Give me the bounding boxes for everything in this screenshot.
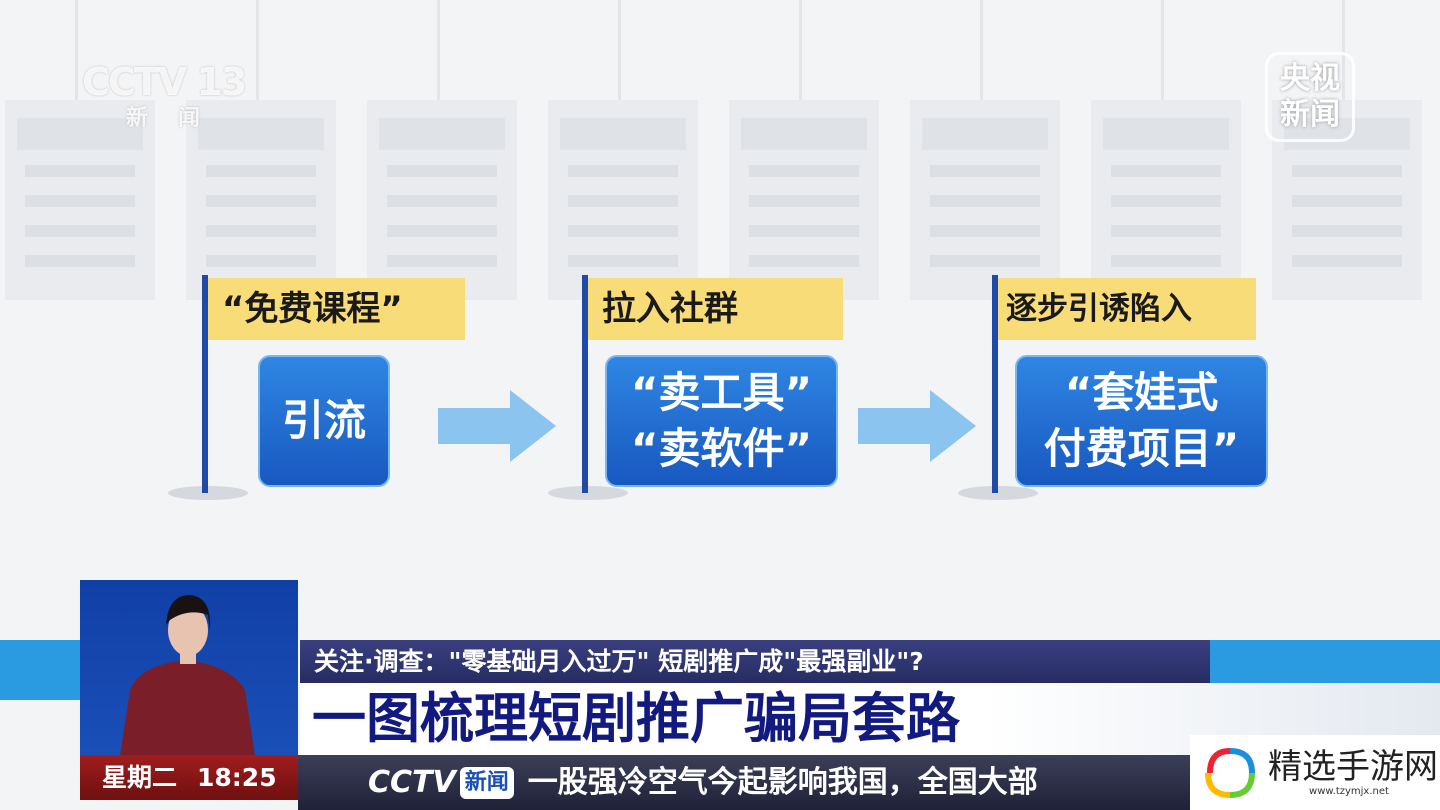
flag-base — [548, 486, 628, 500]
flag-base — [168, 486, 248, 500]
document-card — [729, 0, 879, 300]
step-2-flag: 拉入社群 — [588, 278, 843, 340]
flag-pole — [582, 275, 588, 493]
interpreter-figure — [120, 595, 255, 756]
ticker-text: 一股强冷空气今起影响我国，全国大部 — [527, 765, 1038, 800]
sign-language-interpreter-video — [80, 580, 298, 756]
arrow-right-icon — [858, 390, 976, 462]
step-1-flag: “免费课程” — [208, 278, 465, 340]
watermark-name: 精选手游网 — [1268, 747, 1438, 787]
step-2-box: “卖工具”“卖软件” — [605, 355, 838, 487]
subtitle-bar: 关注·调查："零基础月入过万" 短剧推广成"最强副业"? — [300, 640, 1210, 683]
watermark-url: www.tzymjx.net — [1309, 786, 1389, 797]
flag-pole — [202, 275, 208, 493]
document-card — [5, 0, 155, 300]
document-card — [186, 0, 336, 300]
blue-stripe — [0, 640, 80, 700]
document-card — [910, 0, 1060, 300]
document-card — [1091, 0, 1241, 300]
step-3-flag: 逐步引诱陷入 — [998, 278, 1256, 340]
blue-stripe — [1210, 640, 1440, 683]
arrow-right-icon — [438, 390, 556, 462]
cctv-news-corner-logo: 央视新闻 — [1265, 52, 1355, 142]
document-card — [367, 0, 517, 300]
watermark-logo-icon — [1205, 747, 1255, 798]
flag-pole — [992, 275, 998, 493]
step-1-box: 引流 — [258, 355, 390, 487]
document-card — [548, 0, 698, 300]
flag-base — [958, 486, 1038, 500]
step-3-box: “套娃式付费项目” — [1015, 355, 1268, 487]
